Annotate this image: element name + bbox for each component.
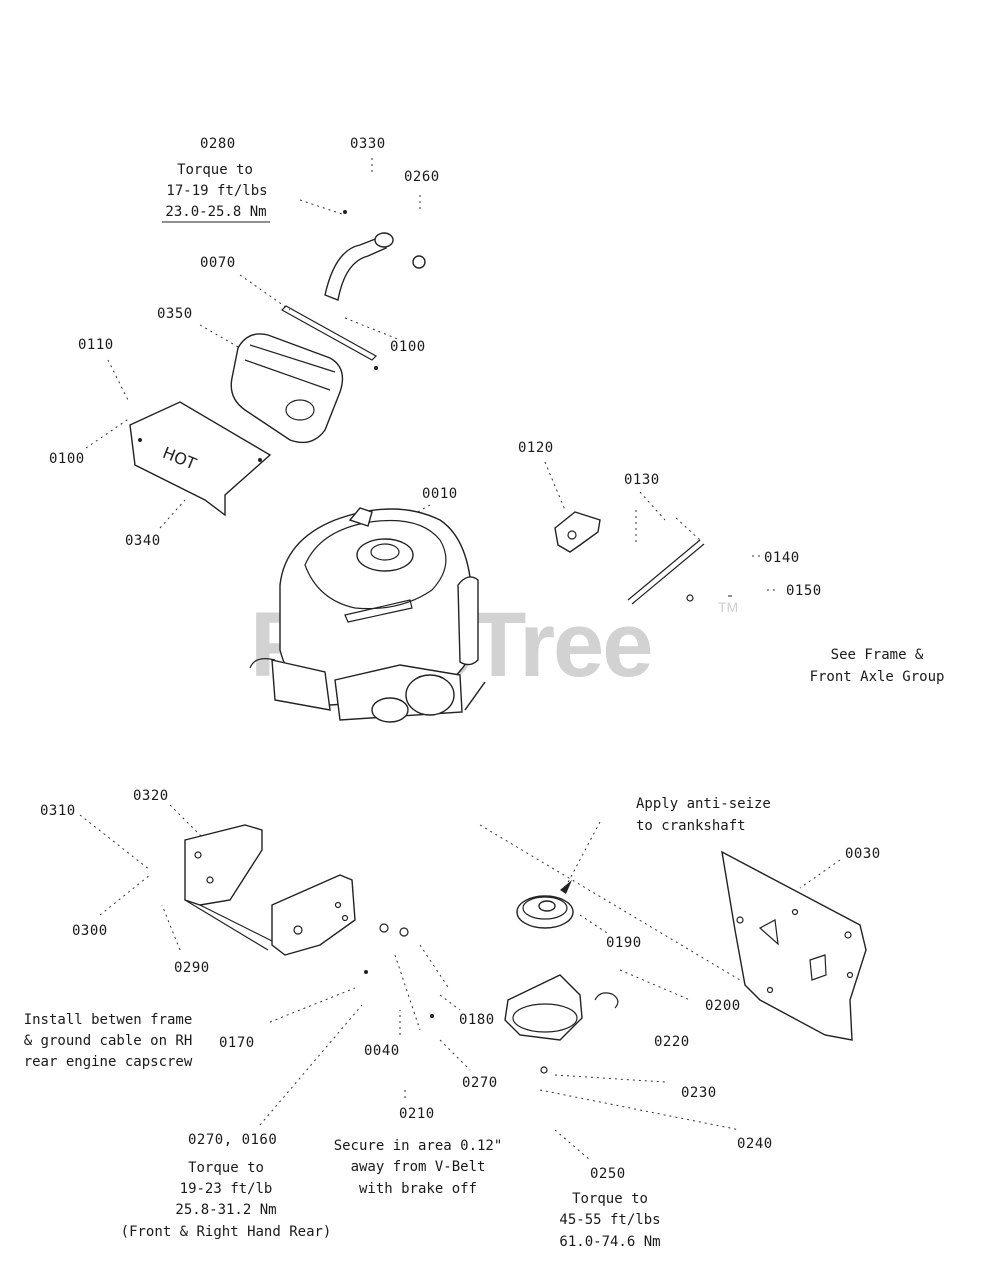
leader-lines — [79, 158, 841, 1161]
callout-0120: 0120 — [518, 440, 554, 456]
svg-text:17-19 ft/lbs: 17-19 ft/lbs — [166, 183, 267, 199]
callout-0180: 0180 — [459, 1012, 495, 1028]
note-secure-area: Secure in area 0.12" away from V-Belt wi… — [334, 1138, 503, 1197]
callout-0310: 0310 — [40, 803, 76, 819]
callout-0270-0160: 0270, 0160 — [188, 1132, 277, 1148]
exhaust-pipe — [324, 210, 426, 301]
svg-text:& ground cable on RH: & ground cable on RH — [24, 1033, 193, 1049]
note-anti-seize: Apply anti-seize to crankshaft — [636, 796, 771, 834]
svg-text:away from V-Belt: away from V-Belt — [351, 1159, 486, 1175]
callout-0070: 0070 — [200, 255, 236, 271]
svg-text:Apply anti-seize: Apply anti-seize — [636, 796, 771, 812]
note-torque-0270-0160: Torque to 19-23 ft/lb 25.8-31.2 Nm (Fron… — [121, 1160, 332, 1240]
svg-text:Install betwen frame: Install betwen frame — [24, 1012, 193, 1028]
muffler — [230, 333, 344, 444]
callout-0320: 0320 — [133, 788, 169, 804]
note-torque-0250: Torque to 45-55 ft/lbs 61.0-74.6 Nm — [559, 1191, 660, 1250]
pulley-bracket-right — [271, 874, 356, 956]
callout-0330: 0330 — [350, 136, 386, 152]
svg-text:to crankshaft: to crankshaft — [636, 818, 746, 834]
hardware-cluster — [364, 923, 451, 1031]
callout-0150: 0150 — [786, 583, 822, 599]
callout-0250: 0250 — [590, 1166, 626, 1182]
callout-0030: 0030 — [845, 846, 881, 862]
bracket-0120 — [554, 511, 601, 553]
pulley-bracket-left — [184, 824, 281, 951]
callout-0240: 0240 — [737, 1136, 773, 1152]
svg-text:(Front & Right Hand Rear): (Front & Right Hand Rear) — [121, 1224, 332, 1240]
svg-text:rear engine capscrew: rear engine capscrew — [24, 1054, 193, 1070]
muffler-bracket — [281, 305, 378, 370]
callout-0010: 0010 — [422, 486, 458, 502]
callout-0290: 0290 — [174, 960, 210, 976]
callout-0170: 0170 — [219, 1035, 255, 1051]
pulley — [516, 880, 574, 929]
callout-0190: 0190 — [606, 935, 642, 951]
mounting-plate — [721, 850, 867, 1041]
callout-0130: 0130 — [624, 472, 660, 488]
svg-text:Torque to: Torque to — [572, 1191, 648, 1207]
callout-0350: 0350 — [157, 306, 193, 322]
svg-text:Torque to: Torque to — [188, 1160, 264, 1176]
svg-text:23.0-25.8 Nm: 23.0-25.8 Nm — [165, 204, 266, 220]
callout-0100-shield: 0100 — [49, 451, 85, 467]
engine — [249, 507, 486, 723]
callout-0280: 0280 — [200, 136, 236, 152]
svg-text:with brake off: with brake off — [359, 1181, 477, 1197]
callout-0100-bracket: 0100 — [390, 339, 426, 355]
note-see-frame: See Frame & Front Axle Group — [810, 647, 945, 685]
svg-text:Secure in area 0.12": Secure in area 0.12" — [334, 1138, 503, 1154]
callout-labels: 0280 0330 0260 0070 0350 0110 0100 0100 … — [40, 136, 881, 1182]
rod-assembly — [627, 510, 732, 605]
callout-0230: 0230 — [681, 1085, 717, 1101]
svg-text:45-55 ft/lbs: 45-55 ft/lbs — [559, 1212, 660, 1228]
note-install-between: Install betwen frame & ground cable on R… — [24, 1012, 193, 1070]
heat-shield: HOT — [129, 401, 272, 517]
callout-0220: 0220 — [654, 1034, 690, 1050]
callout-0200: 0200 — [705, 998, 741, 1014]
callout-0270: 0270 — [462, 1075, 498, 1091]
callout-0140: 0140 — [764, 550, 800, 566]
electric-clutch — [504, 974, 619, 1074]
svg-text:See Frame &: See Frame & — [831, 647, 924, 663]
svg-text:Front Axle Group: Front Axle Group — [810, 669, 945, 685]
svg-text:19-23 ft/lb: 19-23 ft/lb — [180, 1181, 273, 1197]
svg-text:25.8-31.2 Nm: 25.8-31.2 Nm — [175, 1202, 276, 1218]
svg-text:61.0-74.6 Nm: 61.0-74.6 Nm — [559, 1234, 660, 1250]
note-torque-0280: Torque to 17-19 ft/lbs 23.0-25.8 Nm — [165, 162, 267, 220]
callout-0040: 0040 — [364, 1043, 400, 1059]
callout-0340: 0340 — [125, 533, 161, 549]
callout-0300: 0300 — [72, 923, 108, 939]
callout-0110: 0110 — [78, 337, 114, 353]
callout-0210: 0210 — [399, 1106, 435, 1122]
callout-0260: 0260 — [404, 169, 440, 185]
watermark-trademark: TM — [718, 599, 738, 615]
svg-text:Torque to: Torque to — [177, 162, 253, 178]
